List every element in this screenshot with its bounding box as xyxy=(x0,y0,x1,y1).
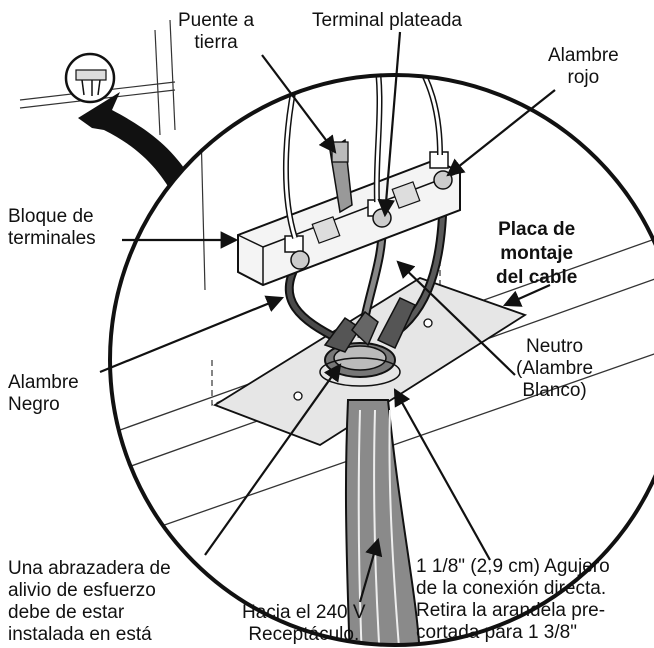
label-placa-montaje: Placa de montaje del cable xyxy=(496,219,578,288)
label-bloque-terminales: Bloque de terminales xyxy=(8,206,96,249)
range-inset xyxy=(19,19,176,136)
power-cord xyxy=(344,399,422,645)
label-terminal-plateada: Terminal plateada xyxy=(312,10,462,31)
label-puente-tierra: Puente a tierra xyxy=(178,10,255,53)
zoom-arrow xyxy=(78,92,195,200)
label-neutro: Neutro (Alambre Blanco) xyxy=(516,336,594,401)
label-alambre-negro: Alambre Negro xyxy=(8,372,79,415)
label-agujero: 1 1/8" (2,9 cm) Agujero de la conexión d… xyxy=(416,556,610,643)
label-hacia-receptaculo: Hacia el 240 V Receptáculo. xyxy=(242,602,366,645)
label-abrazadera: Una abrazadera de alivio de esfuerzo deb… xyxy=(8,558,171,645)
leader-lines xyxy=(99,31,556,603)
magnifier-ring xyxy=(108,73,654,647)
label-alambre-rojo: Alambre rojo xyxy=(548,45,619,88)
